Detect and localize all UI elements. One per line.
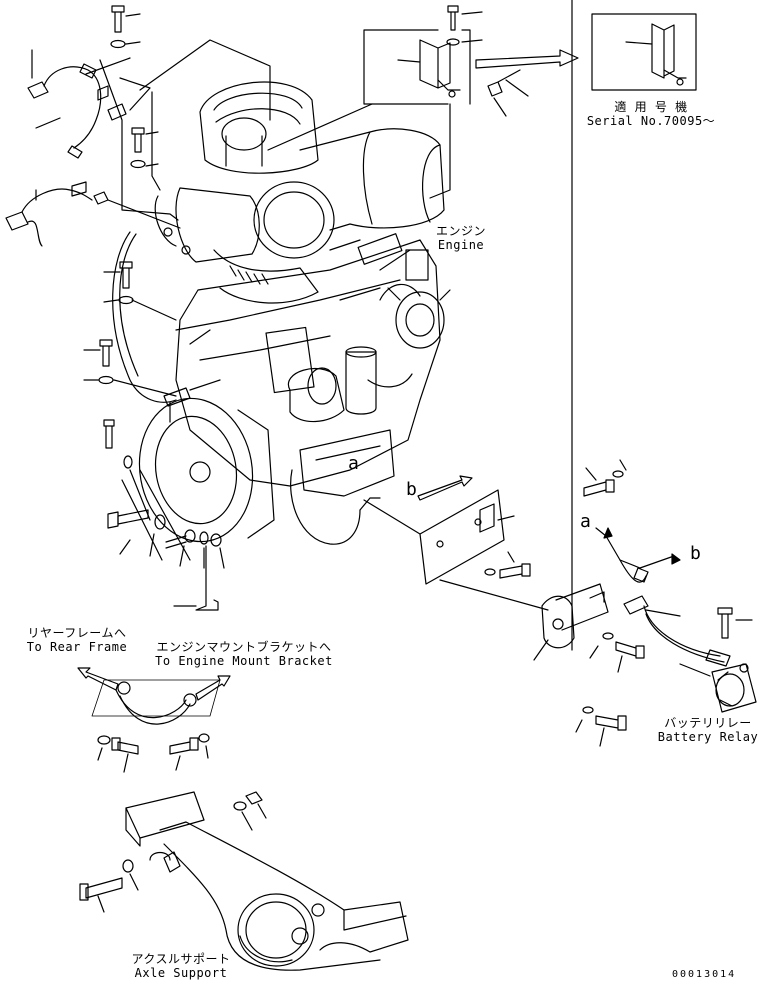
document-number: 00013014 <box>672 969 737 980</box>
axle-support-label: アクスルサポート Axle Support <box>118 952 244 980</box>
serial-note-en: Serial No.70095～ <box>586 114 716 128</box>
serial-note: 適 用 号 機 Serial No.70095～ <box>576 100 726 128</box>
serial-note-jp: 適 用 号 機 <box>614 100 688 114</box>
axle-support <box>79 791 409 971</box>
ground-strap <box>77 667 231 773</box>
battery-relay-area <box>533 0 757 747</box>
battery-relay-label-jp: バッテリリレー <box>664 716 752 730</box>
axle-support-label-jp: アクスルサポート <box>131 952 231 966</box>
engine-label: エンジン Engine <box>426 224 496 252</box>
callout-letter-b-upper: b <box>406 479 417 500</box>
engine-assembly <box>112 81 451 545</box>
left-upper-parts <box>5 5 271 255</box>
rear-frame-label-en: To Rear Frame <box>26 640 128 654</box>
callout-letter-a-upper: a <box>348 453 359 474</box>
mount-bracket-label-en: To Engine Mount Bracket <box>155 654 333 668</box>
mount-bracket-label-jp: エンジンマウントブラケットへ <box>156 640 332 654</box>
mounting-plate <box>363 475 549 611</box>
battery-relay-label: バッテリリレー Battery Relay <box>650 716 766 744</box>
left-mid-bolts <box>83 261 225 611</box>
callout-letter-a-right: a <box>580 511 591 532</box>
engine-label-jp: エンジン <box>435 224 486 238</box>
mount-bracket-label: エンジンマウントブラケットへ To Engine Mount Bracket <box>146 640 342 668</box>
axle-support-label-en: Axle Support <box>134 966 228 980</box>
rear-frame-label-jp: リヤーフレームへ <box>27 626 127 640</box>
callout-letter-b-right: b <box>690 543 701 564</box>
battery-relay-label-en: Battery Relay <box>657 730 759 744</box>
engine-label-en: Engine <box>437 238 485 252</box>
rear-frame-label: リヤーフレームへ To Rear Frame <box>10 626 144 654</box>
serial-bracket-detail <box>363 5 697 117</box>
